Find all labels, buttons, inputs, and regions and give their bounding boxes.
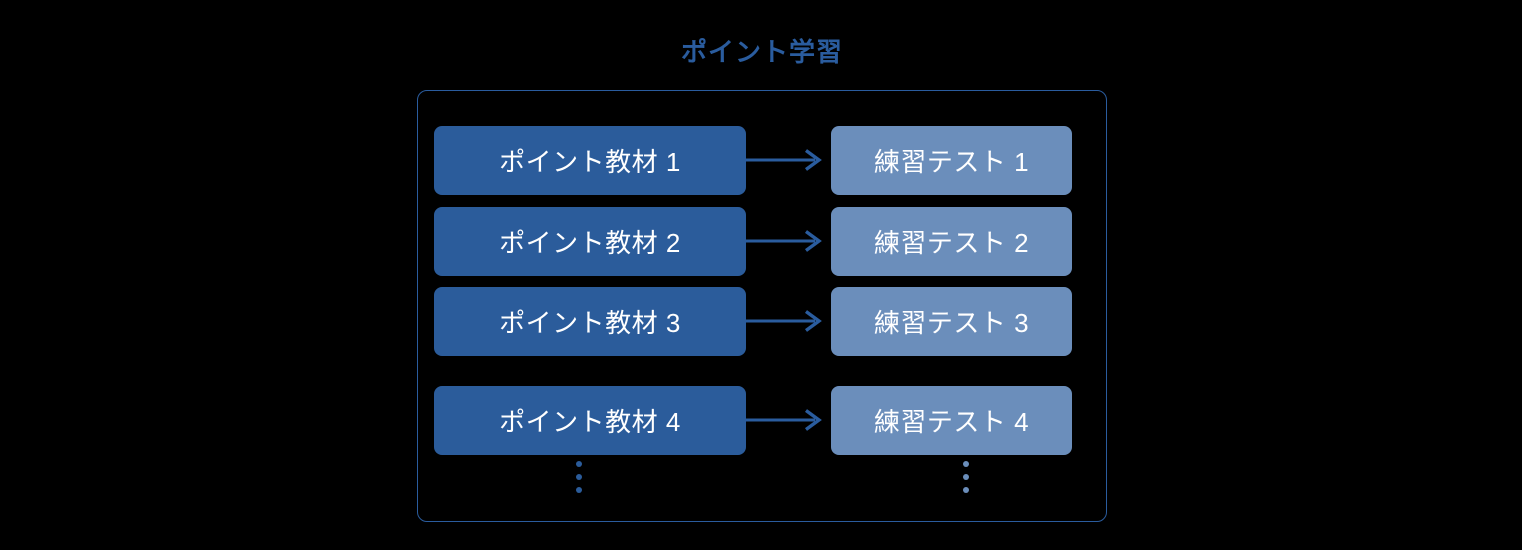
ellipsis-dots-right bbox=[963, 461, 969, 493]
dot bbox=[963, 487, 969, 493]
flow-row: ポイント教材 1 練習テスト 1 bbox=[434, 126, 1074, 195]
flow-row: ポイント教材 2 練習テスト 2 bbox=[434, 207, 1074, 276]
source-box: ポイント教材 2 bbox=[434, 207, 746, 276]
source-box: ポイント教材 4 bbox=[434, 386, 746, 455]
dot bbox=[576, 487, 582, 493]
dot bbox=[963, 474, 969, 480]
source-box: ポイント教材 1 bbox=[434, 126, 746, 195]
target-box: 練習テスト 2 bbox=[831, 207, 1072, 276]
flow-row: ポイント教材 3 練習テスト 3 bbox=[434, 287, 1074, 356]
right-arrow-icon bbox=[745, 310, 822, 332]
target-box: 練習テスト 4 bbox=[831, 386, 1072, 455]
right-arrow-icon bbox=[745, 230, 822, 252]
source-box: ポイント教材 3 bbox=[434, 287, 746, 356]
dot bbox=[576, 461, 582, 467]
ellipsis-dots-left bbox=[576, 461, 582, 493]
right-arrow-icon bbox=[745, 409, 822, 431]
flow-row: ポイント教材 4 練習テスト 4 bbox=[434, 386, 1074, 455]
target-box: 練習テスト 1 bbox=[831, 126, 1072, 195]
dot bbox=[963, 461, 969, 467]
diagram-frame: ポイント教材 1 練習テスト 1 ポイント教材 2 練習テスト 2 ポイント教材… bbox=[417, 90, 1107, 522]
target-box: 練習テスト 3 bbox=[831, 287, 1072, 356]
right-arrow-icon bbox=[745, 149, 822, 171]
dot bbox=[576, 474, 582, 480]
diagram-title: ポイント学習 bbox=[680, 37, 843, 67]
